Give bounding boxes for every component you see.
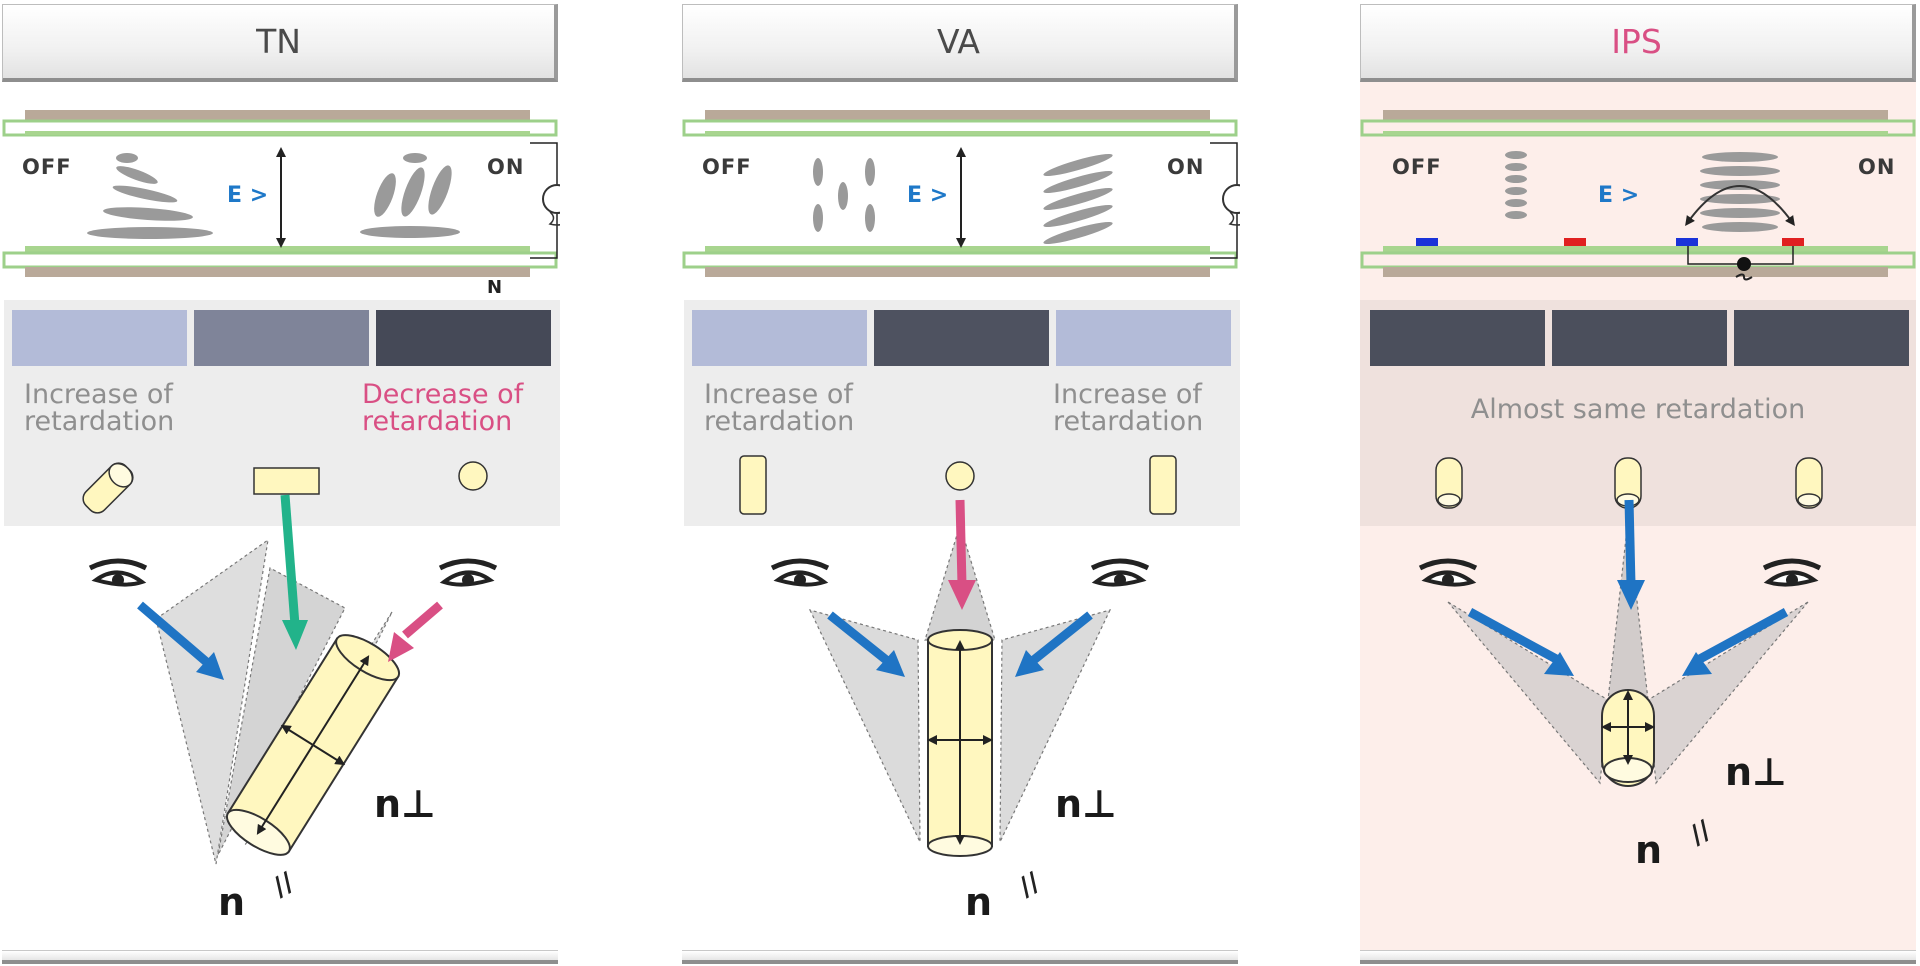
ips-electrode-1 xyxy=(1416,238,1438,246)
ips-rod-center xyxy=(1614,457,1642,509)
ips-rod-right xyxy=(1795,457,1823,509)
tn-swatch-1 xyxy=(12,310,187,366)
va-off-label: OFF xyxy=(702,155,752,179)
va-rod-large xyxy=(927,629,993,857)
ips-field-label: E > xyxy=(1598,183,1640,208)
va-rod-center xyxy=(945,461,975,491)
va-on-label: ON xyxy=(1167,155,1205,179)
tn-diagram xyxy=(2,110,560,865)
va-rod-left xyxy=(739,455,767,515)
va-footer xyxy=(682,950,1238,964)
va-title: VA xyxy=(682,4,1238,82)
va-n-perp: n⊥ xyxy=(1055,782,1117,826)
ips-diagram xyxy=(1360,82,1916,956)
tn-caption-right: Decrease of retardation xyxy=(362,379,524,437)
ips-title: IPS xyxy=(1360,4,1916,82)
eye-icon xyxy=(1090,558,1150,587)
ips-off-label: OFF xyxy=(1392,155,1442,179)
ips-on-label: ON xyxy=(1858,155,1896,179)
va-swatch-1 xyxy=(692,310,867,366)
tn-caption-left: Increase of retardation xyxy=(24,379,175,437)
panel-va: VA OFF ON E > Increase of retardation In… xyxy=(680,0,1240,966)
ips-swatch-1 xyxy=(1370,310,1545,366)
ips-lc-off xyxy=(1505,151,1527,219)
tn-n-perp: n⊥ xyxy=(374,782,436,826)
tn-title: TN xyxy=(2,4,558,82)
ips-rod-left xyxy=(1435,457,1463,509)
ips-footer xyxy=(1360,950,1916,964)
ips-swatch-3 xyxy=(1734,310,1909,366)
ips-caption-center: Almost same retardation xyxy=(1470,394,1806,425)
tn-on-label: ON xyxy=(487,155,525,179)
va-n-par: n xyxy=(965,880,993,924)
eye-icon xyxy=(1418,558,1478,587)
eye-icon xyxy=(1762,558,1822,587)
tn-n-par: n xyxy=(218,880,246,924)
panel-ips: IPS OFF ON E > Almost same retardation n… xyxy=(1358,0,1918,966)
tn-rod-end xyxy=(458,461,488,491)
va-swatch-2 xyxy=(874,310,1049,366)
va-field-label: E > xyxy=(907,183,949,208)
panel-tn: TN OFF ON E > N Increase of retardation … xyxy=(0,0,560,966)
ips-electrode-4 xyxy=(1782,238,1804,246)
tn-rod-flat xyxy=(253,467,320,495)
va-lc-on xyxy=(1043,153,1113,245)
ips-lc-on xyxy=(1700,152,1780,232)
va-diagram xyxy=(682,110,1240,857)
ips-electrode-2 xyxy=(1564,238,1586,246)
eye-icon xyxy=(438,558,498,587)
ips-rod-large xyxy=(1601,689,1655,787)
tn-swatch-3 xyxy=(376,310,551,366)
tn-swatch-2 xyxy=(194,310,369,366)
bulb-icon xyxy=(542,184,560,226)
bulb-icon xyxy=(1222,184,1240,226)
va-caption-left: Increase of retardation xyxy=(704,379,855,437)
ips-electrode-3 xyxy=(1676,238,1698,246)
ips-n-perp: n⊥ xyxy=(1725,750,1787,794)
va-caption-right: Increase of retardation xyxy=(1053,379,1204,437)
va-rod-right xyxy=(1149,455,1177,515)
va-swatch-3 xyxy=(1056,310,1231,366)
tn-off-label: OFF xyxy=(22,155,72,179)
tn-rod-tilted xyxy=(82,462,134,514)
eye-icon xyxy=(770,558,830,587)
tn-field-label: E > xyxy=(227,183,269,208)
ips-swatch-2 xyxy=(1552,310,1727,366)
tn-lc-on xyxy=(360,153,460,238)
tn-connector-label: N xyxy=(487,277,503,298)
tn-footer xyxy=(2,950,558,964)
tn-lc-off xyxy=(87,153,213,239)
ips-n-par: n xyxy=(1635,828,1663,872)
va-lc-off xyxy=(813,158,875,232)
eye-icon xyxy=(88,558,148,587)
tn-rod-large xyxy=(226,634,400,856)
